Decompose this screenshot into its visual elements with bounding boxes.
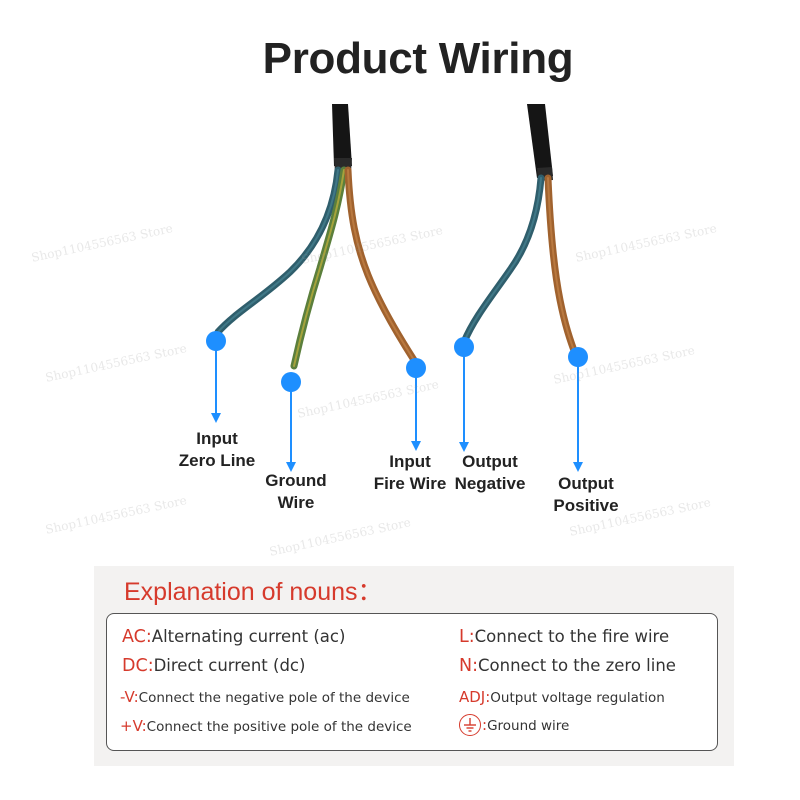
definition-adj: ADJ:Output voltage regulation — [459, 688, 665, 706]
output-positive-wire — [544, 174, 580, 360]
output-cable-jacket — [527, 104, 553, 178]
definition-dc: DC:Direct current (dc) — [122, 656, 306, 676]
definition-l: L:Connect to the fire wire — [459, 627, 670, 647]
definition-positive-v: +V:Connect the positive pole of the devi… — [120, 717, 412, 735]
output-positive-marker — [568, 347, 588, 472]
definition-n: N:Connect to the zero line — [459, 656, 676, 676]
explanation-panel: Explanation of nouns： AC:Alternating cur… — [94, 566, 734, 766]
input-fire-marker — [406, 358, 426, 451]
output-negative-wire — [460, 174, 545, 346]
explanation-box: AC:Alternating current (ac) DC:Direct cu… — [106, 613, 718, 751]
input-cable-jacket — [332, 104, 352, 166]
definition-ground: :Ground wire — [459, 714, 569, 736]
page-title: Product Wiring — [262, 34, 574, 83]
definition-negative-v: -V:Connect the negative pole of the devi… — [120, 688, 410, 706]
explanation-title: Explanation of nouns： — [124, 578, 383, 606]
output-negative-marker — [454, 337, 474, 452]
input-fire-wire — [344, 166, 418, 364]
input-zero-marker — [206, 331, 226, 423]
ground-marker — [281, 372, 301, 472]
definition-ac: AC:Alternating current (ac) — [122, 627, 346, 647]
ground-symbol-icon — [459, 714, 481, 736]
